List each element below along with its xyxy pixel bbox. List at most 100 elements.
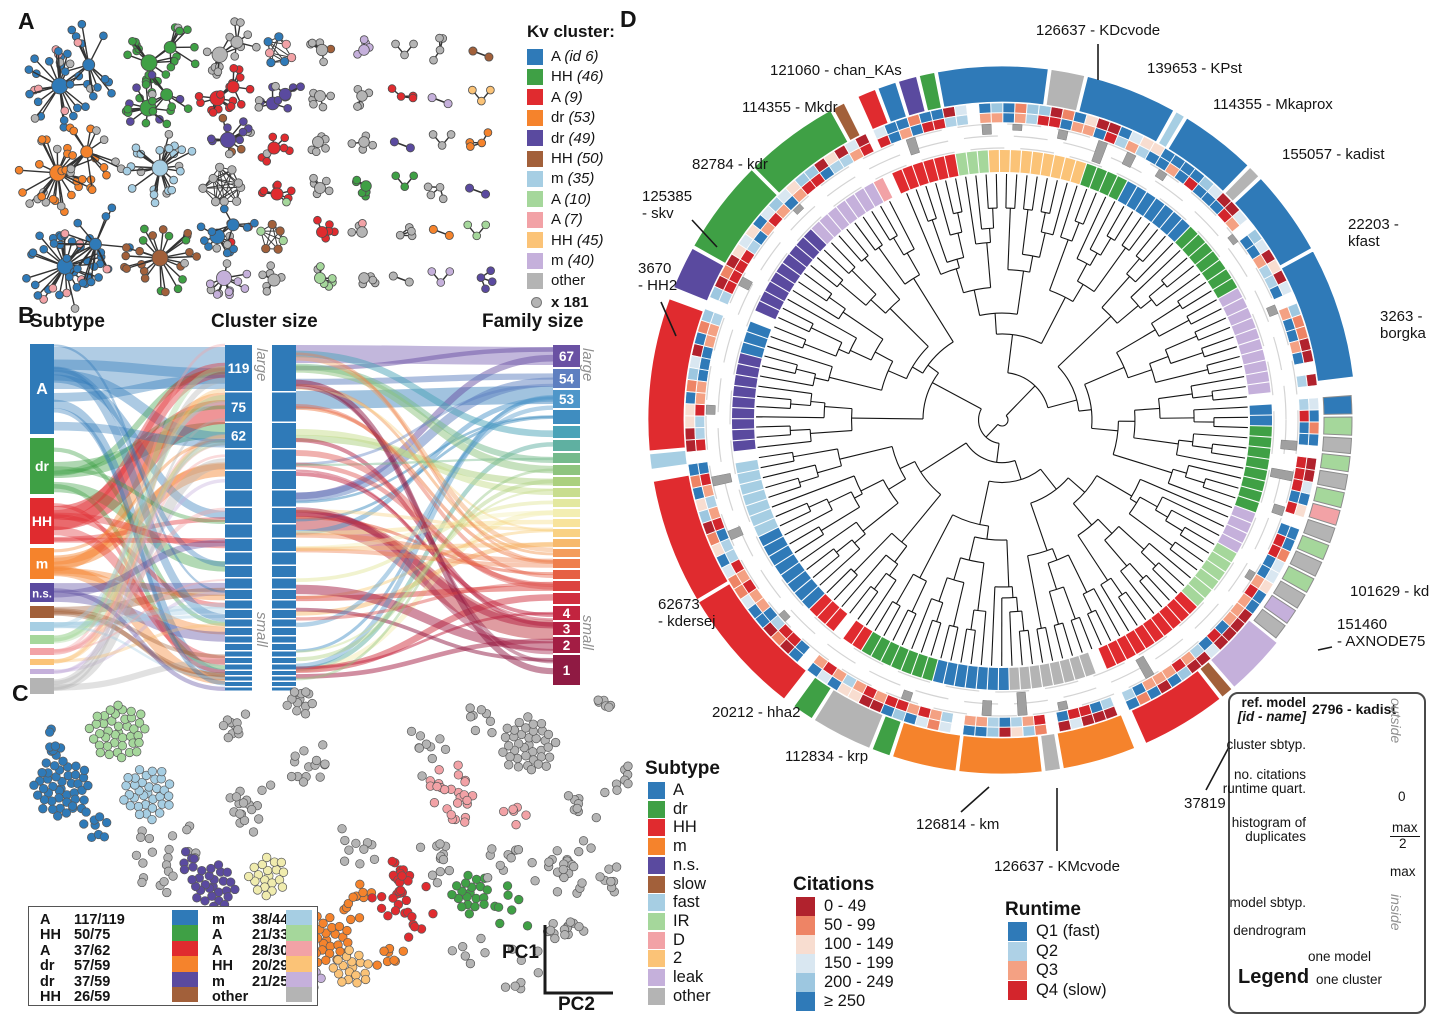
kv-item-6-label: m (35) [551,170,595,188]
subtype-item-5-swatch [648,875,665,893]
pca-right-1-value: 21/33 [252,927,289,944]
one-cluster-label: one cluster [1316,972,1383,987]
sankey-title-subtype: Subtype [30,311,105,332]
kv-item-5-swatch [527,150,543,167]
pca-left-0-label: A [40,912,51,928]
hist-max-label: max [1390,864,1416,879]
panel-label-d: D [620,6,637,32]
pca-left-3-swatch [172,956,198,972]
ref-model-label-4: 22203 -kfast [1348,216,1399,251]
kv-item-4-label: dr (49) [551,129,596,147]
pca-left-0-swatch [172,910,198,926]
subtype-item-3-swatch [648,838,665,856]
inside-label: inside [1388,894,1404,931]
citations-item-2: 100 - 149 [796,935,894,954]
kv-item-4-swatch [527,130,543,147]
kv-item-9: HH (45) [527,232,604,249]
citations-item-1-label: 50 - 99 [824,916,876,934]
subtype-item-3: m [648,837,687,856]
kv-count-label: x 181 [551,294,589,311]
one-model-label: one model [1308,949,1372,964]
subtype-item-3-label: m [673,837,687,856]
pca-left-4-value: 37/59 [74,973,111,990]
svg-text:2: 2 [563,638,571,653]
ref-model-label-14: 3670- HH2 [638,260,678,295]
subtype-item-1: dr [648,800,688,819]
hist-max-half-num: max [1390,820,1420,837]
hist-max-half-den: 2 [1399,836,1407,851]
citations-legend-title: Citations [793,874,875,895]
pca-left-5-swatch [172,987,198,1003]
ref-model-label-7: 151460- AXNODE75 [1337,616,1426,651]
panel-label-a: A [18,8,35,34]
svg-text:4: 4 [563,606,571,621]
pca-left-1-swatch [172,925,198,941]
ref-model-label-6: 101629 - kd [1350,583,1430,600]
svg-text:67: 67 [559,349,574,364]
pca-right-0-label: m [212,912,225,928]
panel-label-b: B [18,302,35,328]
kv-item-0: A (id 6) [527,48,599,65]
kv-item-10-swatch [527,252,543,269]
subtype-item-10-swatch [648,969,665,986]
pca-left-1-label: HH [40,927,61,944]
outside-label: outside [1388,698,1404,744]
subtype-item-2-swatch [648,819,665,837]
kv-item-7-swatch [527,191,543,208]
citations-item-0: 0 - 49 [796,897,866,916]
subtype-item-4: n.s. [648,856,700,875]
subtype-item-5-label: slow [673,874,707,893]
subtype-item-6-swatch [648,894,665,912]
kv-item-11: other [527,272,585,289]
subtype-item-6-label: fast [673,893,700,912]
runtime-item-3: Q4 (slow) [1008,980,1107,1000]
subtype-item-2: HH [648,818,697,837]
kv-item-0-label: A (id 6) [551,48,599,65]
citations-item-2-label: 100 - 149 [824,935,894,953]
kv-item-5: HH (50) [527,150,604,167]
subtype-item-10: leak [648,968,703,987]
citations-item-5: ≥ 250 [796,992,865,1011]
pca-left-3-label: dr [40,958,55,975]
citations-item-4: 200 - 249 [796,973,894,992]
kv-item-8: A (7) [527,211,583,228]
cluster-small-label: small [253,612,270,648]
subtype-item-11: other [648,987,711,1006]
subtype-item-8: D [648,931,685,950]
runtime-item-0: Q1 (fast) [1008,922,1100,941]
citations-item-1-swatch [796,916,815,935]
citations-item-3-swatch [796,954,815,973]
hist-zero-label: 0 [1398,789,1406,804]
kv-item-3: dr (53) [527,109,595,126]
subtype-item-5: slow [648,875,706,894]
kv-item-10: m (40) [527,252,594,269]
hist-label-2: duplicates [1245,829,1306,844]
runtime-item-0-swatch [1008,922,1027,941]
kv-item-6-swatch [527,170,543,187]
kv-item-7: A (10) [527,191,591,208]
subtype-item-7: IR [648,912,690,931]
ref-model-label-12: 20212 - hha2 [712,704,801,721]
svg-text:HH: HH [32,513,52,529]
kv-item-6: m (35) [527,170,594,187]
family-small-label: small [579,615,596,651]
ref-model-label-0: 126637 - KDcvode [1035,22,1161,39]
pca-left-0-value: 117/119 [74,912,125,928]
runtime-item-1-label: Q2 [1036,941,1059,960]
citations-item-3: 150 - 199 [796,954,894,973]
runtime-item-2-label: Q3 [1036,961,1059,979]
subtype-item-11-label: other [673,986,711,1005]
pca-right-0-value: 38/44 [252,912,289,928]
svg-text:dr: dr [35,458,50,474]
citations-item-4-label: 200 - 249 [824,973,894,991]
ref-model-label-16: 82784 - kdr [692,156,768,173]
family-large-label: large [579,348,596,382]
pca-right-4-value: 21/25 [252,973,289,990]
pca-left-1-value: 50/75 [74,927,111,944]
svg-text:53: 53 [559,392,575,407]
ref-model-label-15: 125385- skv [642,188,693,223]
ref-model-label-13: 62673- kdersej [658,596,716,631]
pca-left-2-swatch [172,940,198,957]
pca-right-0-swatch [286,910,312,926]
pca-right-2-swatch [286,940,312,957]
